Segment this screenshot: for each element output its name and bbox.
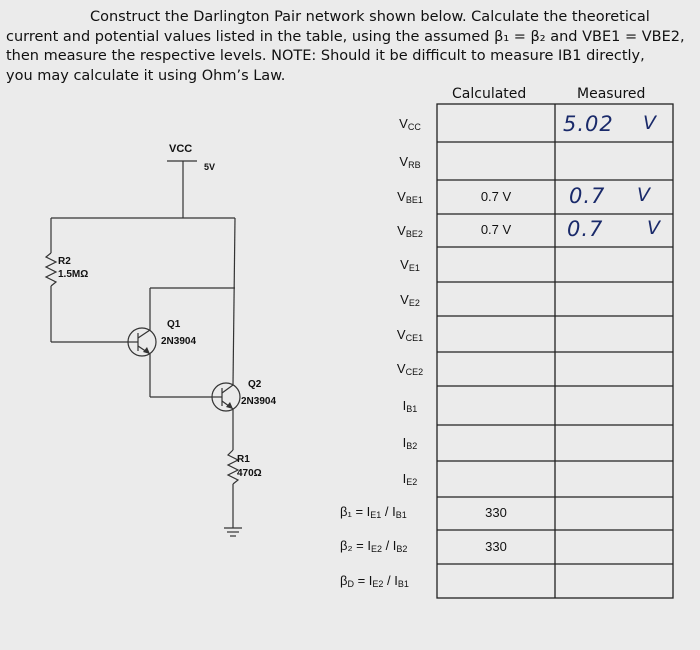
calc-beta2: 330 <box>485 539 507 554</box>
measured-unit: V <box>647 217 661 239</box>
row-label-beta2: β₂ = IE2 / IB2 <box>340 538 408 554</box>
r1-name: R1 <box>237 454 250 465</box>
calculated-header: Calculated <box>452 86 527 102</box>
instructions-line: Construct the Darlington Pair network sh… <box>90 9 650 25</box>
row-label-betaD: βD = IE2 / IB1 <box>340 573 409 589</box>
row-label-beta1: β₁ = IE1 / IB1 <box>340 504 407 520</box>
row-label-ie2: IE2 <box>402 471 418 487</box>
transistor-arrows <box>143 347 233 409</box>
instructions-line: you may calculate it using Ohm’s Law. <box>6 67 286 84</box>
row-label-vcc: VCC <box>399 116 421 132</box>
measured-vbe2: 0.7 V <box>555 213 673 251</box>
q2-part: 2N3904 <box>241 396 277 407</box>
calc-beta1: 330 <box>485 505 507 520</box>
measured-value: 5.02 <box>563 112 614 136</box>
row-label-vbe2: VBE2 <box>397 223 423 239</box>
darlington-circuit <box>44 160 242 537</box>
instructions-text: Construct the Darlington Pair network sh… <box>6 8 696 86</box>
q1-part: 2N3904 <box>161 336 197 347</box>
row-label-ve1: VE1 <box>400 257 420 273</box>
calc-vbe2: 0.7 V <box>480 222 512 237</box>
r2-value: 1.5MΩ <box>58 269 89 280</box>
instructions-line: then measure the respective levels. NOTE… <box>6 48 645 64</box>
q2-name: Q2 <box>248 379 262 390</box>
row-label-ib2: IB2 <box>402 435 418 451</box>
row-label-vbe1: VBE1 <box>397 189 423 205</box>
measured-value: 0.7 <box>567 217 604 241</box>
instructions-line: current and potential values listed in t… <box>6 28 685 45</box>
row-label-vce2: VCE2 <box>396 361 424 377</box>
calc-vbe1: 0.7 V <box>480 189 512 204</box>
vcc-value: 5V <box>204 162 216 172</box>
measured-header: Measured <box>577 86 646 102</box>
row-label-vrb: VRB <box>399 154 421 170</box>
measured-vcc: 5.02 V <box>555 108 673 146</box>
measured-value: 0.7 <box>569 184 606 208</box>
data-table-grid <box>436 103 674 599</box>
row-label-ve2: VE2 <box>400 292 420 308</box>
r1-value: 470Ω <box>237 468 262 479</box>
measured-vbe1: 0.7 V <box>555 180 673 218</box>
r2-name: R2 <box>58 256 71 267</box>
vcc-label: VCC <box>169 143 193 155</box>
row-label-vce1: VCE1 <box>396 327 424 343</box>
measured-unit: V <box>637 184 651 206</box>
row-label-ib1: IB1 <box>402 398 418 414</box>
q1-name: Q1 <box>167 319 181 330</box>
measured-unit: V <box>643 112 657 134</box>
